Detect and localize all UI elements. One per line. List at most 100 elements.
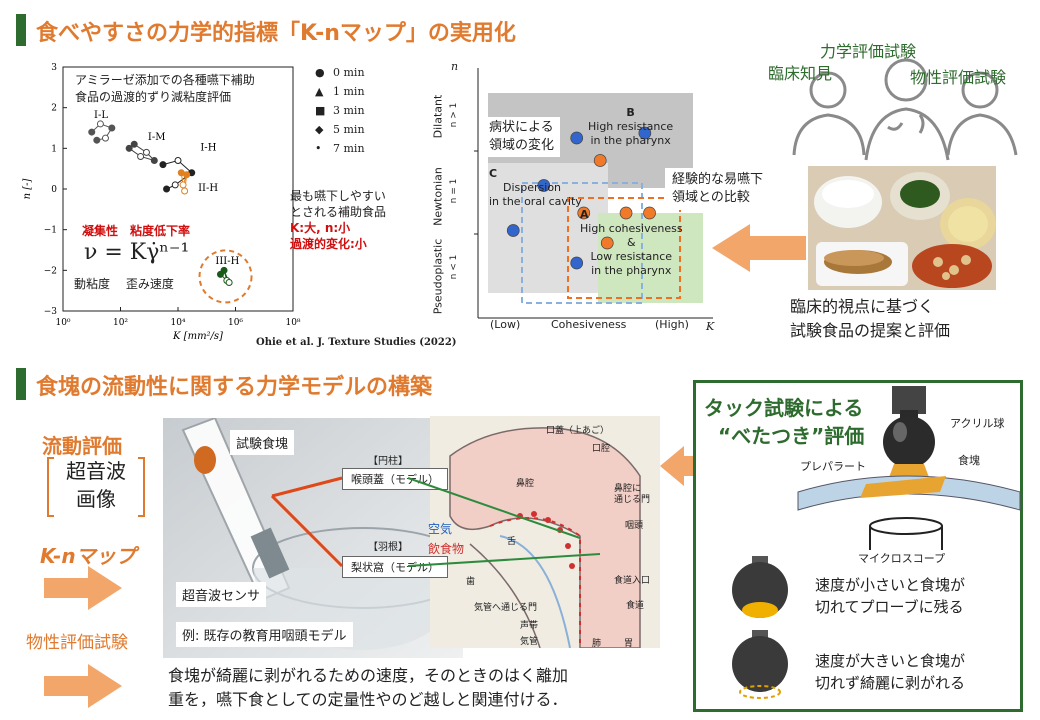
clinical-caption: 臨床的視点に基づく 試験食品の提案と評価 (790, 297, 951, 340)
point-I-M (125, 144, 133, 152)
chart1-formula-caption: 動粘度 歪み速度 (74, 277, 174, 291)
legend-7min: •7 min (315, 142, 365, 155)
probe-fast-icon (732, 630, 788, 699)
point-I-M (142, 148, 150, 156)
y-tick-label: −1 (44, 226, 57, 236)
section2-bar (16, 368, 26, 400)
knmap-newtonian: Newtonian (431, 167, 445, 226)
group-label: III-H (215, 256, 239, 267)
point-I-L (101, 134, 109, 142)
point-I-L (93, 136, 101, 144)
team-label-physical: 物性評価試験 (910, 68, 1007, 87)
anatomy-lung: 肺 (592, 639, 602, 649)
y-tick-label: −2 (44, 266, 57, 276)
y-tick-label: 0 (51, 185, 57, 195)
legend-5min: ◆5 min (315, 123, 365, 136)
anatomy-nasal-conn: 鼻腔に通じる門 (614, 484, 651, 505)
knmap-dilatant: Dilatant (431, 94, 445, 139)
x-tick-label: 10⁶ (228, 318, 243, 328)
legend-0min: ●0 min (315, 66, 365, 79)
knmap-cohesiveness: Cohesiveness (551, 318, 627, 331)
point-I-L (108, 124, 116, 132)
chart1-red-label: 凝集性 粘度低下率 (82, 224, 191, 238)
team-label-mechanical: 力学評価試験 (820, 42, 917, 61)
tack-prep-label: プレパラート (800, 460, 866, 473)
knmap-point-blue (537, 179, 551, 192)
point-I-H (163, 185, 171, 193)
anatomy-diagram (430, 416, 660, 648)
anatomy-tongue: 舌 (507, 537, 517, 547)
ultrasound-bracket (47, 457, 145, 517)
point-II-H (179, 181, 187, 189)
anatomy-palate: 口蓋（上あご） (546, 426, 610, 436)
anatomy-nasal: 鼻腔 (516, 479, 535, 489)
ultrasonic-sensor-label: 超音波センサ (176, 582, 267, 607)
iii-h-highlight (198, 249, 253, 304)
team-people-illustration (792, 58, 1018, 161)
cylinder-tag: 【円柱】 (368, 456, 408, 467)
y-tick-label: −3 (44, 307, 58, 317)
anatomy-oral: 口腔 (592, 444, 611, 454)
section1-title: 食べやすさの力学的指標「K-nマップ」の実用化 (36, 21, 516, 46)
knmap-n-letter: n (451, 60, 459, 73)
knmap-point-orange (577, 206, 591, 220)
knmap-point-blue (506, 224, 520, 237)
knmap-point-orange (643, 206, 656, 220)
knmap-point-orange (619, 206, 633, 220)
group-label: II-H (198, 183, 218, 194)
food-photo (808, 166, 996, 290)
test-bolus-label: 試験食塊 (230, 430, 295, 455)
point-I-H (174, 157, 182, 165)
region-a-bg (598, 213, 703, 303)
range-blue (521, 182, 643, 304)
x-tick-label: 10⁰ (55, 318, 70, 328)
x-tick-label: 10⁴ (170, 318, 185, 328)
arrow-right-icon-2 (44, 664, 122, 708)
knmap-point-orange (600, 236, 614, 250)
ultrasound-image-label: 超音波 画像 (66, 459, 126, 511)
anatomy-air: 空気 (428, 522, 453, 536)
knmap-region-c: C Dispersion in the oral cavity (489, 167, 582, 208)
tack-apparatus-illustration (797, 386, 1021, 550)
knmap-callout-disease: 病状による 領域の変化 (483, 117, 561, 157)
anatomy-trachea: 気管 (520, 637, 539, 647)
chart1-legend: ●0 min ▲1 min ■3 min ◆5 min •7 min (315, 63, 365, 158)
knmap-callout-experience: 経験的な易嚥下 領域との比較 (665, 168, 771, 210)
legend-3min: ■3 min (315, 104, 365, 117)
point-I-M (150, 157, 158, 165)
group-label: I-M (148, 132, 166, 143)
knmap-point-blue (570, 256, 584, 270)
feather-tag: 【羽根】 (368, 542, 408, 553)
point-I-H (171, 181, 179, 189)
anatomy-vocal: 声帯 (520, 621, 539, 631)
point-I-M (130, 140, 138, 148)
tack-fast-text: 速度が大きいと食塊が 切れず綺麗に剥がれる (815, 652, 966, 692)
anatomy-esophagus-entry: 食道入口 (614, 576, 651, 586)
bottom-description: 食塊が綺麗に剥がれるための速度，そのときのはく離加 重を，嚥下食としての定量性や… (168, 666, 569, 709)
knmap-pseudoplastic: Pseudoplastic (431, 238, 445, 315)
physprop-label: 物性評価試験 (26, 633, 128, 653)
group-label: I-H (200, 142, 216, 153)
arrow-left-icon (712, 224, 806, 272)
example-model-label: 例: 既存の教育用咽頭モデル (176, 622, 353, 647)
flow-eval-label: 流動評価 (42, 434, 122, 458)
knmap-point-orange (593, 154, 607, 167)
chart1-note: 最も嚥下しやすい とされる補助食品 K:大, n:小 過渡的変化:小 (290, 189, 387, 251)
anatomy-food: 飲食物 (428, 542, 465, 556)
cylinder-model-box: 喉頭蓋（モデル） (342, 468, 448, 490)
knmap-label: K-nマップ (40, 544, 136, 568)
knmap-neq1: n = 1 (449, 178, 459, 204)
y-tick-label: 1 (51, 144, 57, 154)
group-label: I-L (94, 110, 108, 121)
knmap-point-blue (570, 131, 584, 145)
knmap-k-letter: K (706, 320, 715, 333)
arrow-right-icon-1 (44, 566, 122, 610)
x-tick-label: 10⁸ (285, 318, 300, 328)
tack-title: タック試験による “べたつき”評価 (704, 396, 865, 448)
point-I-M (137, 152, 145, 160)
section2-title: 食塊の流動性に関する力学モデルの構築 (36, 375, 433, 400)
tack-acrylic-label: アクリル球 (950, 417, 1005, 430)
knmap-low: (Low) (490, 318, 521, 331)
tack-bolus-label: 食塊 (958, 454, 980, 467)
